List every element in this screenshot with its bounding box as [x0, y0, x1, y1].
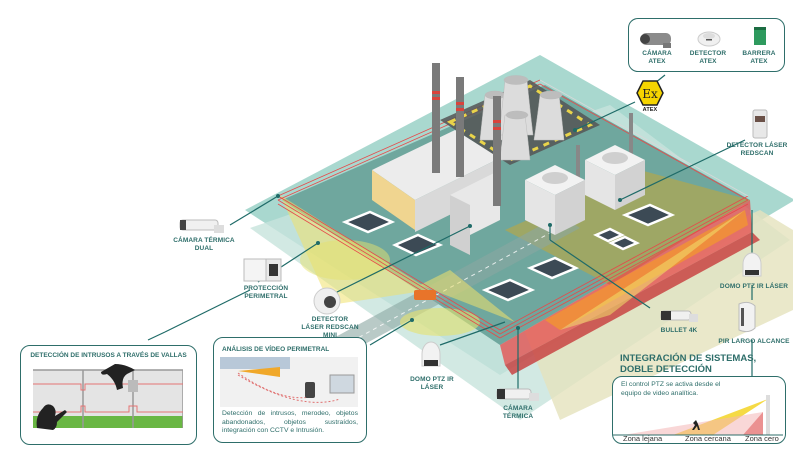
redscan-mini-detector-icon [313, 287, 341, 315]
orange-beam-zone [545, 210, 748, 330]
zone-far-label: Zona lejana [623, 434, 663, 443]
smartphone-icon [305, 382, 315, 398]
integration-title: INTEGRACIÓN DE SISTEMAS, DOBLE DETECCIÓN [620, 353, 756, 375]
ventilation-units [341, 203, 676, 302]
label-line: BARRERA [742, 50, 776, 57]
pir-detector-icon [738, 301, 756, 333]
atex-barrier-label: BARRERA ATEX [735, 50, 783, 66]
label-line: DUAL [194, 245, 214, 252]
domo-ptz-right-label: DOMO PTZ IR LÁSER [719, 283, 789, 290]
label-line: ATEX [750, 58, 768, 65]
atex-products-panel: CÁMARA ATEX DETECTOR ATEX BARRERA ATEX [628, 18, 785, 72]
redscan-detector-icon [752, 109, 768, 139]
chimneys [432, 63, 633, 206]
camara-termica-dual-label: CÁMARA TÉRMICA DUAL [168, 237, 240, 253]
label-line: TÉRMICA [502, 413, 534, 420]
detector-redscan-mini-label: DETECTOR LÁSER REDSCAN MINI [295, 316, 365, 340]
crouching-intruder-icon [36, 404, 67, 430]
camara-termica-label: CÁMARA TÉRMICA [495, 405, 541, 421]
fence-intrusion-illustration [33, 364, 183, 430]
atex-hex-icon: Ex [636, 80, 664, 106]
label-line: PERIMETRAL [244, 293, 288, 300]
atex-badge-label: ATEX [642, 107, 658, 113]
atex-symbol: Ex [642, 87, 658, 101]
label-line: ATEX [699, 58, 717, 65]
video-analysis-description: Detección de intrusos, merodeo, objetos … [222, 410, 358, 434]
atex-camera-label: CÁMARA ATEX [633, 50, 681, 66]
title-line: INTEGRACIÓN DE SISTEMAS, [620, 353, 757, 364]
label-line: CÁMARA TÉRMICA [173, 237, 235, 244]
climbing-intruder-icon [101, 364, 135, 390]
perimeter-protection-box-icon [243, 258, 282, 282]
fence-detection-panel: DETECCIÓN DE INTRUSOS A TRAVÉS DE VALLAS [20, 345, 197, 445]
bullet-camera-icon [660, 310, 698, 322]
orange-vehicle [414, 290, 436, 300]
label-line: CÁMARA [503, 405, 533, 412]
label-line: DETECTOR [689, 50, 727, 57]
label-line: ATEX [648, 58, 666, 65]
yellow-beam-center [420, 270, 515, 322]
smoke-detector-icon [697, 31, 721, 47]
ptz-dome-camera-right-icon [742, 252, 762, 277]
detection-zones-illustration [613, 395, 783, 436]
label-line: LÁSER REDSCAN MINI [301, 324, 359, 339]
walking-person-icon [692, 420, 700, 430]
yellow-beam-right [560, 210, 745, 330]
pir-largo-alcance-label: PIR LARGO ALCANCE [718, 338, 790, 345]
domo-ptz-center-label: DOMO PTZ IR LÁSER [410, 376, 454, 391]
olive-zone [505, 170, 750, 285]
proteccion-perimetral-label: PROTECCIÓN PERIMETRAL [236, 285, 296, 301]
thermal-dual-camera-icon [179, 219, 224, 233]
connector-lines [147, 74, 753, 390]
right-beige-zone [520, 210, 793, 420]
label-line: CÁMARA [642, 50, 672, 57]
video-analysis-panel: ANÁLISIS DE VÍDEO PERIMETRAL Detección d… [213, 337, 367, 443]
cooling-towers [479, 75, 565, 161]
monitor-wall-icon [329, 374, 355, 394]
main-building [372, 130, 500, 255]
label-line: DETECTOR [311, 316, 349, 323]
atex-camera-icon [640, 33, 671, 48]
fence-sensor-icon [128, 380, 138, 392]
integration-panel: El control PTZ se activa desde el equipo… [612, 376, 786, 444]
zone-near-label: Zona cercana [685, 434, 731, 443]
title-line: DOBLE DETECCIÓN [620, 364, 712, 375]
bullet-4k-label: BULLET 4K [660, 327, 698, 334]
zone-zero-label: Zona cero [745, 434, 779, 443]
atex-detector-label: DETECTOR ATEX [684, 50, 732, 66]
label-line: PROTECCIÓN [243, 285, 289, 292]
tank-buildings [525, 145, 645, 235]
ptz-dome-camera-icon [421, 341, 441, 367]
fence-detection-title: DETECCIÓN DE INTRUSOS A TRAVÉS DE VALLAS [30, 352, 187, 359]
video-analysis-illustration [220, 357, 358, 407]
label-line: DETECTOR LÁSER [726, 142, 788, 149]
integration-description: El control PTZ se activa desde el equipo… [621, 381, 721, 397]
label-line: REDSCAN [740, 150, 774, 157]
detector-laser-redscan-label: DETECTOR LÁSER REDSCAN [722, 142, 792, 158]
thermal-camera-icon [496, 388, 539, 401]
video-analysis-title: ANÁLISIS DE VÍDEO PERIMETRAL [222, 346, 330, 353]
pole-icon [766, 395, 770, 435]
barrier-module-icon [754, 27, 766, 45]
